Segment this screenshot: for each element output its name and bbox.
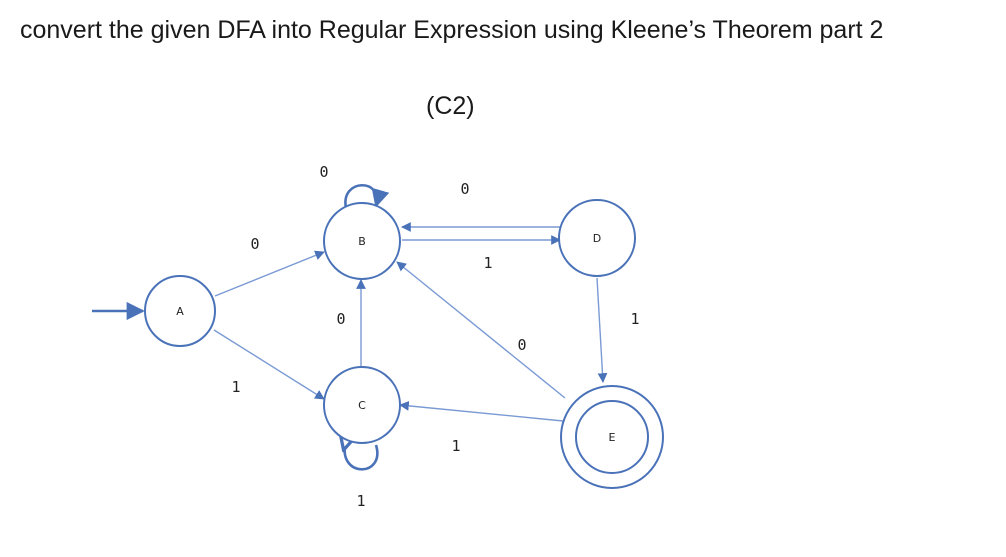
state-e-inner xyxy=(575,400,649,474)
edge-label-b-b: 0 xyxy=(319,163,328,181)
edge-label-e-c: 1 xyxy=(451,437,460,455)
edge-label-d-b: 0 xyxy=(460,180,469,198)
edge-d-e xyxy=(596,277,608,383)
edge-label-b-d: 1 xyxy=(483,254,492,272)
state-label-c: C xyxy=(358,399,366,412)
state-a xyxy=(144,275,216,347)
state-d xyxy=(558,199,636,277)
edge-e-b xyxy=(396,261,566,399)
edge-label-e-b: 0 xyxy=(517,336,526,354)
self-loop-c xyxy=(345,441,379,471)
question-code: (C2) xyxy=(426,92,475,120)
state-b xyxy=(323,202,401,280)
state-label-b: B xyxy=(358,235,366,248)
edge-label-d-e: 1 xyxy=(630,310,639,328)
question-heading: convert the given DFA into Regular Expre… xyxy=(20,16,884,44)
edge-label-c-c: 1 xyxy=(356,492,365,510)
edge-label-a-b: 0 xyxy=(250,235,259,253)
state-c xyxy=(323,366,401,444)
edge-label-a-c: 1 xyxy=(231,378,240,396)
state-label-a: A xyxy=(176,305,184,318)
edge-a-c xyxy=(213,329,325,400)
edge-label-c-b: 0 xyxy=(336,310,345,328)
edge-a-b xyxy=(214,250,325,297)
state-label-e: E xyxy=(609,431,616,444)
self-loop-b xyxy=(344,184,390,209)
state-label-d: D xyxy=(593,232,601,245)
edge-e-c xyxy=(399,400,564,422)
